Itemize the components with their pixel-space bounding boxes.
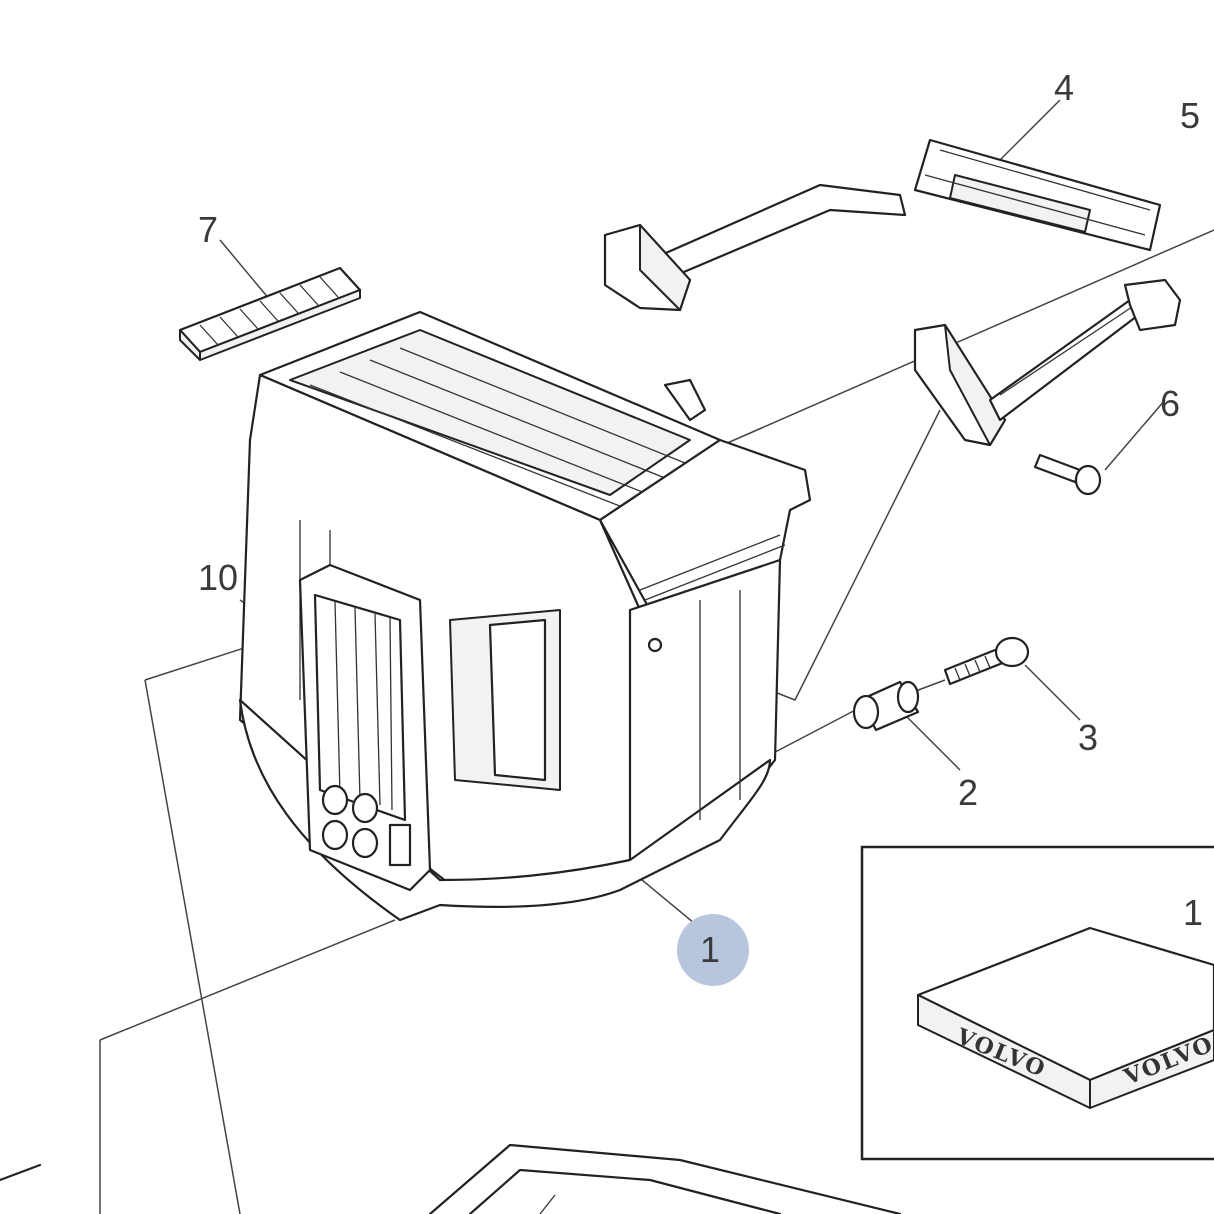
callout-4[interactable]: 4 bbox=[1054, 67, 1074, 108]
part-4-bracket bbox=[603, 138, 1162, 312]
part-7-strip bbox=[178, 266, 362, 361]
part-2-spacer bbox=[852, 680, 920, 732]
inset-panel: VOLVO VOLVO bbox=[860, 845, 1214, 1161]
part-3-bolt bbox=[943, 636, 1030, 686]
callout-7[interactable]: 7 bbox=[198, 209, 218, 250]
part-6-screw bbox=[1033, 453, 1102, 496]
bottom-tray-partial bbox=[0, 1143, 902, 1214]
callout-1-highlight[interactable] bbox=[677, 914, 749, 986]
callout-labels: 1 2 3 4 5 6 7 10 1 bbox=[198, 67, 1203, 986]
callout-1[interactable]: 1 bbox=[700, 929, 720, 970]
callout-3[interactable]: 3 bbox=[1078, 717, 1098, 758]
part-5-bracket bbox=[913, 278, 1182, 447]
part-1-housing bbox=[238, 310, 812, 922]
callout-6[interactable]: 6 bbox=[1160, 383, 1180, 424]
callout-10[interactable]: 10 bbox=[198, 557, 238, 598]
callout-5[interactable]: 5 bbox=[1180, 95, 1200, 136]
callout-inset-1[interactable]: 1 bbox=[1183, 892, 1203, 933]
callout-2[interactable]: 2 bbox=[958, 772, 978, 813]
